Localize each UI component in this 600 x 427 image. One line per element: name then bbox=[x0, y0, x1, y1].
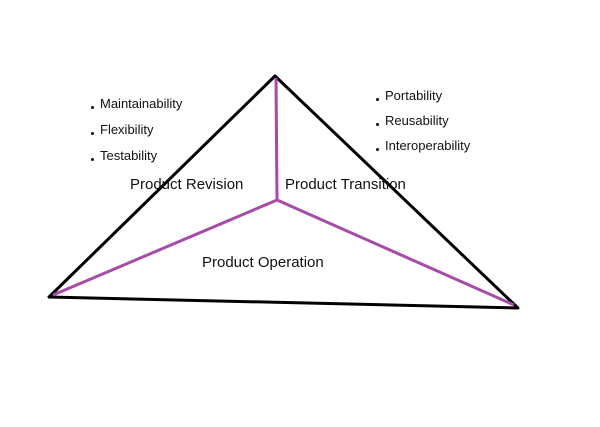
label-product-revision: Product Revision bbox=[130, 176, 244, 193]
bullet-icon bbox=[91, 158, 94, 162]
label-product-operation: Product Operation bbox=[202, 254, 324, 271]
divider-right bbox=[276, 198, 515, 307]
bullet-icon bbox=[376, 123, 379, 127]
bullet-icon bbox=[91, 132, 94, 136]
label-product-transition: Product Transition bbox=[285, 176, 406, 193]
bullet-icon bbox=[376, 98, 379, 102]
revision-item-maintainability: Maintainability bbox=[91, 96, 182, 111]
bullet-icon bbox=[376, 148, 379, 152]
transition-item-portability: Portability bbox=[376, 88, 442, 103]
transition-item-reusability: Reusability bbox=[376, 113, 449, 128]
transition-item-interoperability: Interoperability bbox=[376, 138, 470, 153]
revision-item-testability: Testability bbox=[91, 148, 157, 163]
divider-left bbox=[52, 198, 278, 297]
bullet-icon bbox=[91, 106, 94, 110]
revision-item-flexibility: Flexibility bbox=[91, 122, 153, 137]
divider-vertical bbox=[274, 77, 279, 201]
outer-triangle bbox=[47, 74, 520, 310]
